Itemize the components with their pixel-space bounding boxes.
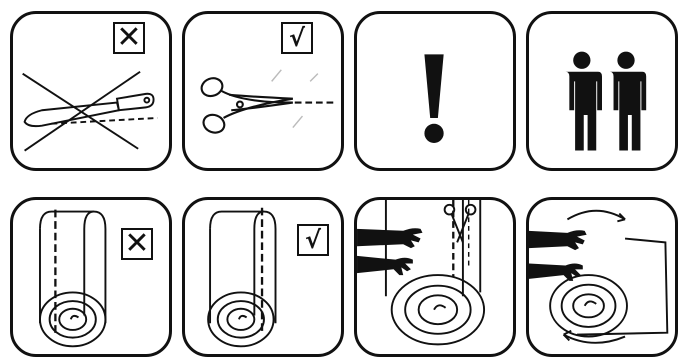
tile-warning (354, 11, 516, 171)
cross-mark: ✕ (123, 230, 151, 258)
tile-two-people (526, 11, 678, 171)
tile-scissors-cut-right: √ (182, 11, 344, 171)
wrong-mark-box: ✕ (121, 228, 153, 260)
tile-two-hands-roll-up (526, 197, 678, 357)
two-people-icon (529, 14, 675, 168)
cross-mark: ✕ (115, 24, 143, 52)
tile-roll-cut-wrong: ✕ (10, 197, 172, 357)
tile-knife-cut-wrong: ✕ (10, 11, 172, 171)
hands-roll-up-icon (529, 200, 675, 354)
scissors-icon (185, 14, 341, 168)
check-mark: √ (283, 24, 311, 52)
right-mark-box: √ (281, 22, 313, 54)
right-mark-box: √ (297, 224, 329, 256)
exclamation-icon (357, 14, 513, 168)
check-mark: √ (299, 226, 327, 254)
tile-two-hands-cut-roll (354, 197, 516, 357)
tile-roll-cut-right: √ (182, 197, 344, 357)
hands-scissors-roll-icon (357, 200, 513, 354)
knife-icon (13, 14, 169, 168)
wrong-mark-box: ✕ (113, 22, 145, 54)
roll-icon (13, 200, 169, 354)
